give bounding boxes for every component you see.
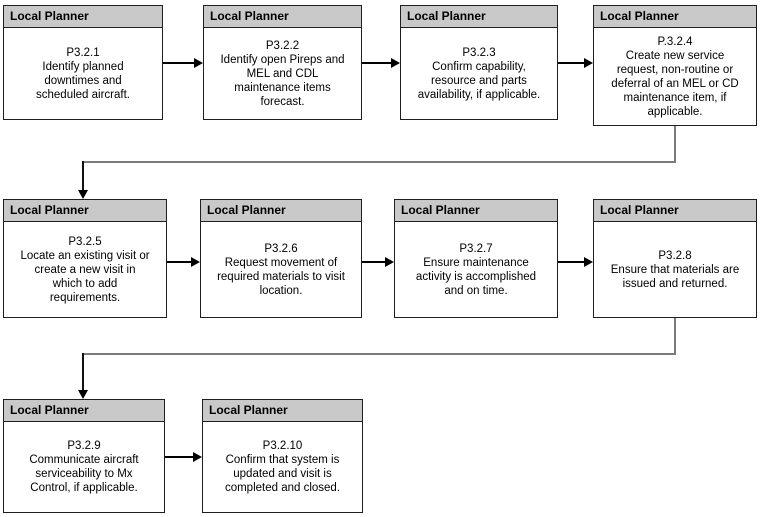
process-box-p323: Local Planner P3.2.3 Confirm capability,… [400,5,558,120]
arrow-right-icon [194,58,203,68]
box-body: P3.2.9 Communicate aircraft serviceabili… [4,422,164,512]
box-body: P3.2.6 Request movement of required mate… [201,222,361,317]
step-id: P3.2.10 [262,440,303,452]
box-body: P.3.2.4 Create new service request, non-… [594,28,756,125]
arrow-down-icon [78,390,88,399]
step-id: P3.2.3 [462,46,496,59]
step-id: P.3.2.4 [657,35,693,48]
box-body: P3.2.1 Identify planned downtimes and sc… [4,28,162,119]
arrow-right-icon [193,452,202,462]
arrow-right-icon [191,257,200,267]
step-description: Confirm capability, resource and parts a… [417,60,541,101]
step-description: Confirm that system is updated and visit… [224,454,341,494]
box-body: P3.2.8 Ensure that materials are issued … [594,222,756,317]
process-box-p3210: Local Planner P3.2.10 Confirm that syste… [202,399,363,513]
role-header: Local Planner [395,200,557,222]
process-box-p322: Local Planner P3.2.2 Identify open Pirep… [203,5,362,120]
step-id: P3.2.7 [459,242,493,255]
step-id: P3.2.1 [66,46,100,59]
process-box-p327: Local Planner P3.2.7 Ensure maintenance … [394,199,558,318]
step-description: Ensure that materials are issued and ret… [610,263,740,290]
step-description: Identify planned downtimes and scheduled… [36,60,130,101]
step-description: Locate an existing visit or create a new… [20,249,150,304]
role-header: Local Planner [594,200,756,222]
step-id: P3.2.6 [264,242,298,255]
role-header: Local Planner [203,400,362,422]
arrow-right-icon [385,257,394,267]
role-header: Local Planner [594,6,756,28]
box-body: P3.2.10 Confirm that system is updated a… [203,422,362,512]
role-header: Local Planner [201,200,361,222]
box-body: P3.2.3 Confirm capability, resource and … [401,28,557,119]
step-id: P3.2.2 [265,39,300,52]
process-box-p321: Local Planner P3.2.1 Identify planned do… [3,5,163,120]
box-body: P3.2.2 Identify open Pireps and MEL and … [204,28,361,119]
step-id: P3.2.5 [68,235,102,248]
role-header: Local Planner [204,6,361,28]
step-id: P3.2.8 [658,249,692,262]
step-description: Ensure maintenance activity is accomplis… [415,256,537,297]
arrow-right-icon [391,58,400,68]
role-header: Local Planner [4,200,166,222]
process-box-p324: Local Planner P.3.2.4 Create new service… [593,5,757,126]
process-box-p326: Local Planner P3.2.6 Request movement of… [200,199,362,318]
step-description: Create new service request, non-routine … [611,49,739,118]
process-box-p328: Local Planner P3.2.8 Ensure that materia… [593,199,757,318]
role-header: Local Planner [4,6,162,28]
process-box-p325: Local Planner P3.2.5 Locate an existing … [3,199,167,318]
process-box-p329: Local Planner P3.2.9 Communicate aircraf… [3,399,165,513]
step-id: P3.2.9 [67,440,101,452]
role-header: Local Planner [401,6,557,28]
box-body: P3.2.7 Ensure maintenance activity is ac… [395,222,557,317]
role-header: Local Planner [4,400,164,422]
step-description: Communicate aircraft serviceability to M… [29,454,139,494]
arrow-down-icon [78,190,88,199]
arrow-right-icon [584,257,593,267]
arrow-right-icon [584,58,593,68]
step-description: Identify open Pireps and MEL and CDL mai… [220,53,345,108]
box-body: P3.2.5 Locate an existing visit or creat… [4,222,166,317]
step-description: Request movement of required materials t… [217,256,345,297]
